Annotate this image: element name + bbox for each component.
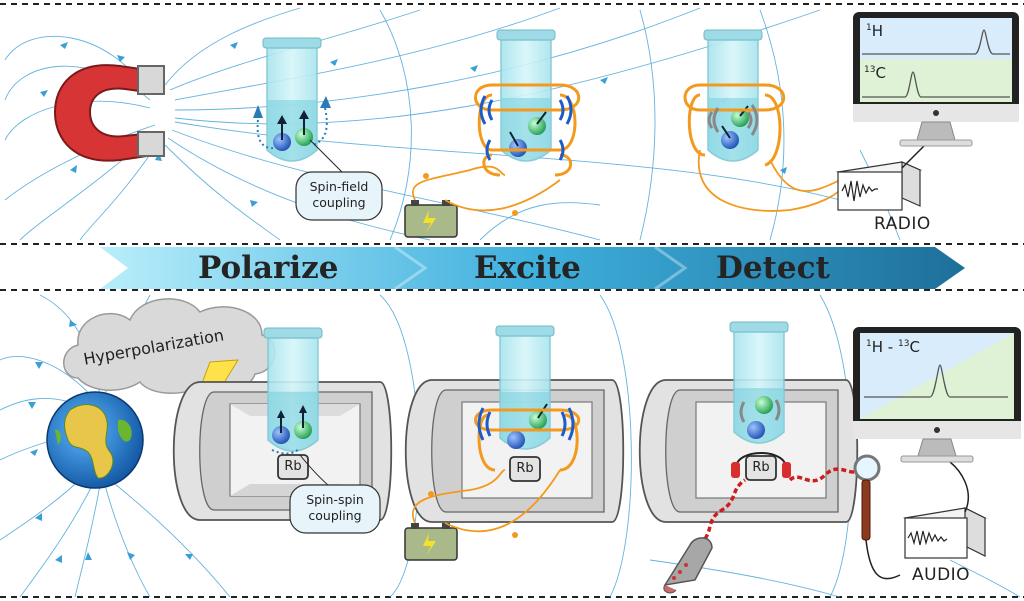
sample-tube-excite [496, 29, 556, 162]
rb-cell-2 [509, 456, 541, 482]
spectrum-label-c: 13C [864, 64, 886, 82]
stage-polarize-label: Polarize [198, 250, 339, 286]
rb-label-1: Rb [284, 459, 302, 474]
process-arrow [100, 247, 965, 289]
sample-tube-polarize-bottom [263, 327, 323, 455]
spectrum-label-h: 1H [866, 22, 884, 40]
battery-icon-bottom [404, 523, 458, 561]
earth-icon [46, 391, 144, 489]
wire-top [412, 165, 561, 212]
sample-tube-detect [703, 29, 763, 162]
spin-field-bubble [295, 171, 383, 221]
sample-tube-excite-bottom [495, 325, 555, 450]
sample-tube-polarize [253, 37, 331, 162]
stage-detect-label: Detect [716, 250, 830, 286]
battery-icon [404, 200, 458, 238]
sample-tube-detect-bottom [729, 321, 789, 444]
spectrum-label-hc: 1H - 13C [866, 338, 920, 356]
rb-cell-1 [277, 454, 309, 480]
laser-gun-icon [663, 537, 713, 594]
computer-monitor-bottom-icon [853, 327, 1021, 463]
headphones-icon [731, 452, 791, 478]
rb-cell-3 [745, 455, 777, 481]
magnifier-icon [853, 454, 881, 541]
stage-excite-label: Excite [474, 250, 581, 286]
radio-icon [835, 161, 923, 211]
rf-waves-top [479, 95, 573, 161]
laser-beam [698, 466, 867, 547]
spin-spin-bubble [289, 484, 381, 534]
audio-label: AUDIO [912, 565, 971, 585]
rb-label-2: Rb [516, 461, 534, 476]
spin-field-callout: Spin-field coupling [309, 179, 369, 210]
wire-to-radio [697, 149, 841, 212]
rb-label-3: Rb [752, 460, 770, 475]
spin-spin-callout: Spin-spin coupling [306, 492, 364, 523]
horseshoe-magnet-icon [53, 64, 165, 162]
computer-monitor-icon [853, 12, 1019, 147]
audio-icon [903, 507, 987, 559]
radio-label: RADIO [874, 214, 931, 234]
